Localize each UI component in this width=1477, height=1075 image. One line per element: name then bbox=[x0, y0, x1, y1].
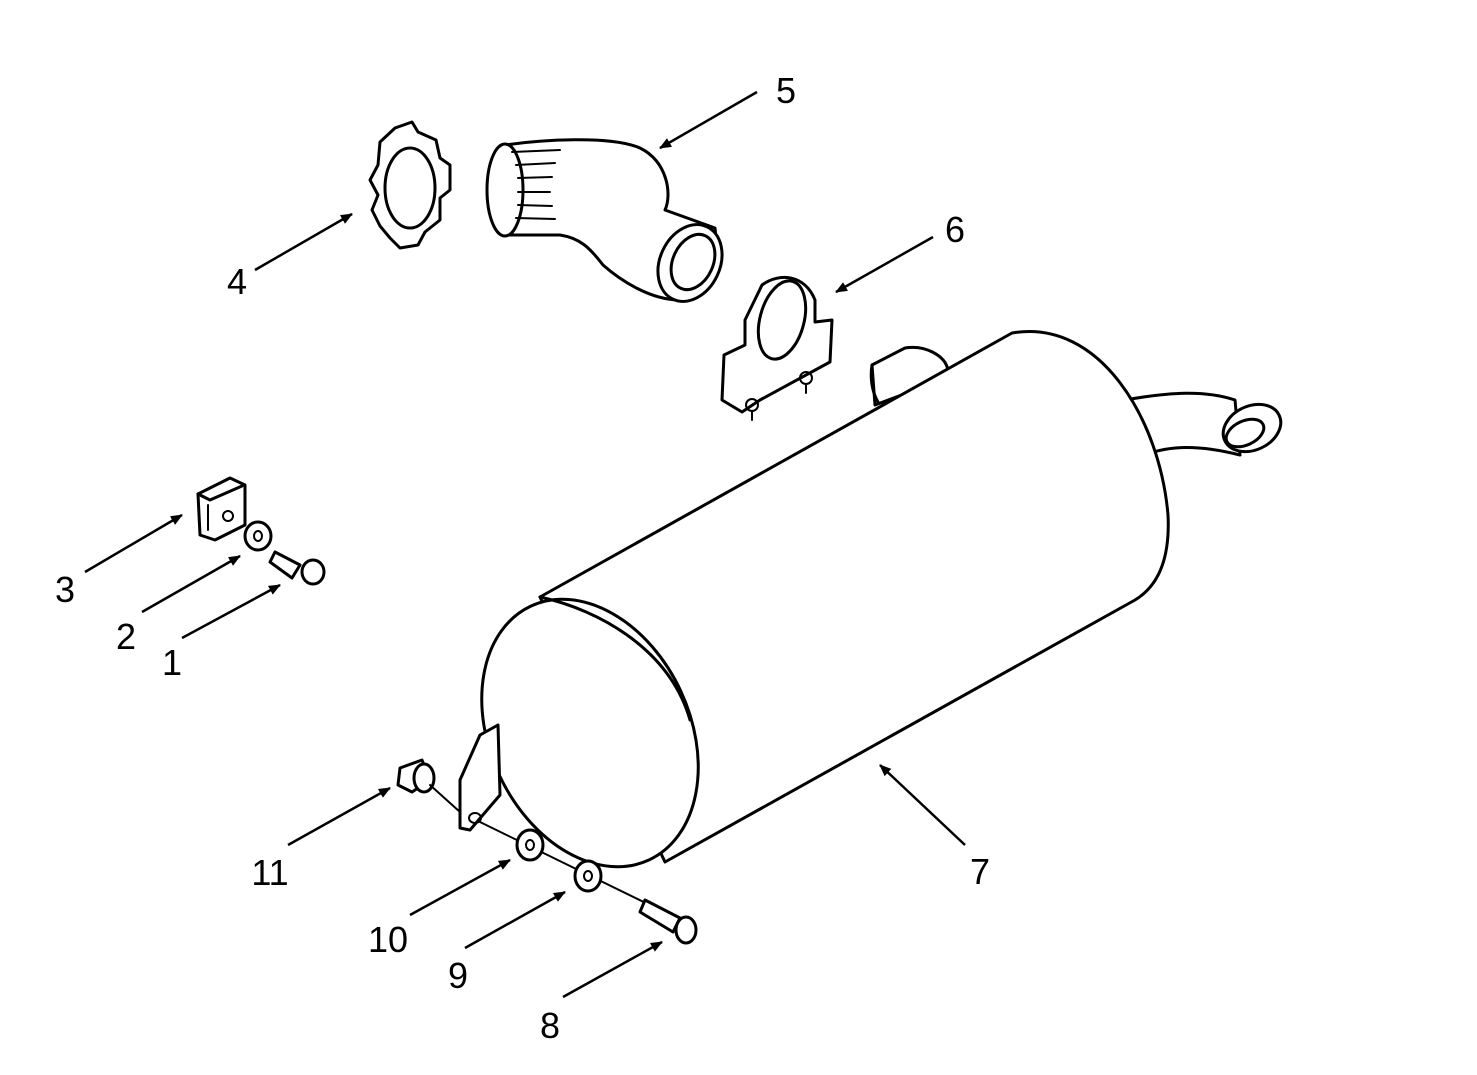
callout-2: 2 bbox=[116, 616, 136, 657]
callout-4: 4 bbox=[227, 261, 247, 302]
u-clamp bbox=[720, 276, 834, 421]
callout-10: 10 bbox=[368, 919, 408, 960]
callout-5: 5 bbox=[776, 70, 796, 111]
muffler bbox=[458, 330, 1283, 869]
leader-9 bbox=[464, 890, 566, 950]
callout-labels: 1 2 3 4 5 6 7 8 9 10 11 bbox=[55, 70, 990, 1046]
callout-9: 9 bbox=[448, 955, 468, 996]
leader-5 bbox=[659, 90, 758, 150]
leader-lines bbox=[84, 90, 966, 999]
callout-3: 3 bbox=[55, 569, 75, 610]
callout-8: 8 bbox=[540, 1005, 560, 1046]
leader-3 bbox=[84, 513, 183, 574]
fastener-axis bbox=[479, 821, 661, 911]
leader-2 bbox=[141, 554, 241, 614]
lock-washer-9 bbox=[573, 859, 603, 893]
callout-11: 11 bbox=[251, 852, 288, 893]
hanger-bracket bbox=[196, 476, 247, 542]
callout-7: 7 bbox=[970, 851, 990, 892]
leader-6 bbox=[835, 235, 934, 294]
leader-7 bbox=[879, 764, 966, 846]
leader-1 bbox=[181, 583, 281, 640]
callout-6: 6 bbox=[945, 209, 965, 250]
lock-ring bbox=[368, 120, 452, 250]
washer-10 bbox=[515, 828, 545, 862]
spacer-11 bbox=[396, 758, 461, 813]
elbow-pipe bbox=[485, 138, 724, 303]
washer-2 bbox=[243, 520, 273, 552]
leader-4 bbox=[254, 212, 353, 272]
leader-10 bbox=[409, 858, 511, 917]
leader-11 bbox=[287, 786, 391, 847]
callout-1: 1 bbox=[162, 642, 182, 683]
bolt-1 bbox=[268, 550, 326, 586]
bolt-8 bbox=[638, 898, 698, 945]
leader-8 bbox=[562, 940, 663, 999]
